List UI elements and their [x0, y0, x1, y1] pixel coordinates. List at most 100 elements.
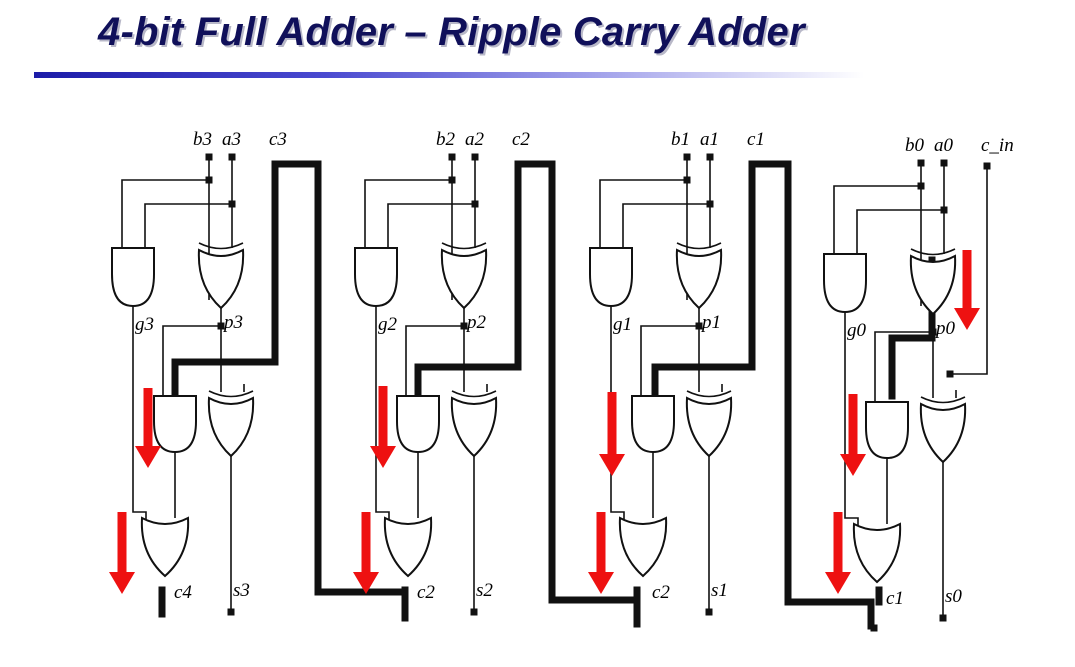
input-label-b: b0 [905, 135, 925, 156]
arrow-head [353, 572, 379, 594]
arrow-head [109, 572, 135, 594]
and-gate-icon [111, 247, 155, 308]
down-arrow-icon [353, 512, 379, 594]
input-label-carry: c3 [269, 129, 287, 150]
input-label-carry: c_in [981, 135, 1014, 156]
wire-b-to-and [364, 179, 452, 248]
xor-input-arc [676, 242, 722, 250]
xor-gate-icon [909, 254, 957, 316]
output-terminal-s [939, 614, 947, 622]
wire-p-to-and2 [162, 325, 221, 398]
carry-path-1 [401, 160, 641, 626]
down-arrow-icon [588, 512, 614, 594]
input-label-a: a1 [700, 129, 719, 150]
signal-label-p: p1 [700, 312, 721, 333]
signal-label-g: g2 [378, 314, 398, 335]
arrow-shaft [378, 386, 388, 448]
arrow-head [588, 572, 614, 594]
or-gate-icon [140, 516, 190, 578]
wire-b-to-and [833, 185, 921, 254]
carry-chain [158, 160, 936, 632]
wire-cin [950, 166, 988, 375]
and-gate-icon [823, 253, 867, 314]
title-underline [34, 72, 864, 78]
wire-p-to-and2 [405, 325, 464, 398]
carry-in-wire [946, 162, 991, 378]
carry-output-terminal [633, 620, 641, 628]
output-label-carry: c1 [886, 588, 904, 609]
input-label-b: b3 [193, 129, 212, 150]
carry-path-0 [158, 160, 409, 622]
wire-b-to-and [599, 179, 687, 248]
xor-input-arc [441, 242, 487, 250]
arrows [109, 250, 980, 594]
wire-a-to-and [387, 203, 475, 248]
and-gate-icon [865, 401, 909, 460]
input-label-a: a2 [465, 129, 485, 150]
wire-g [132, 306, 147, 520]
carry-output-terminal [401, 614, 409, 622]
wire-b-to-and [121, 179, 209, 248]
down-arrow-icon [840, 394, 866, 476]
xor-gate-icon [919, 402, 967, 464]
and-gate-icon [153, 395, 197, 454]
xor-gate-icon [685, 396, 733, 458]
arrow-shaft [361, 512, 371, 574]
xor-gate-icon [450, 396, 498, 458]
or-gate-icon [852, 522, 902, 584]
xor-input-arc [920, 396, 966, 404]
signal-label-p: p3 [222, 312, 243, 333]
output-terminal-s [705, 608, 713, 616]
signal-label-p: p0 [934, 318, 956, 339]
arrow-shaft [607, 392, 617, 456]
wire-g [844, 312, 859, 526]
xor-gate-icon [440, 248, 488, 310]
xor-input-arc [451, 390, 497, 398]
wire-a-to-and [856, 209, 944, 254]
arrow-head [954, 308, 980, 330]
down-arrow-icon [109, 512, 135, 594]
down-arrow-icon [954, 250, 980, 330]
down-arrow-icon [599, 392, 625, 476]
wire-a-to-and [622, 203, 710, 248]
xor-input-arc [198, 242, 244, 250]
output-label-carry: c4 [174, 582, 192, 603]
carry-output-terminal [870, 624, 878, 632]
down-arrow-icon [370, 386, 396, 468]
output-label-s: s3 [233, 580, 250, 601]
arrow-shaft [596, 512, 606, 574]
adder-stage-3: b0 a0 c_in g0 p0 s0 c1 [823, 135, 1014, 622]
and-gate-icon [589, 247, 633, 308]
arrow-shaft [833, 512, 843, 574]
output-label-s: s1 [711, 580, 728, 601]
wire-junction [946, 370, 954, 378]
arrow-head [135, 446, 161, 468]
down-arrow-icon [825, 512, 851, 594]
xor-gate-icon [197, 248, 245, 310]
input-label-b: b1 [671, 129, 690, 150]
xor-gate-icon [675, 248, 723, 310]
page-title: 4-bit Full Adder – Ripple Carry Adder [98, 10, 805, 54]
signal-label-g: g0 [847, 320, 867, 341]
signal-label-g: g3 [135, 314, 154, 335]
adder-stage-2: b1 a1 c1 g1 p1 s1 c2 [589, 129, 765, 616]
wire-p-to-and2 [640, 325, 699, 398]
or-gate-icon [618, 516, 668, 578]
arrow-head [825, 572, 851, 594]
output-label-carry: c2 [417, 582, 435, 603]
output-label-carry: c2 [652, 582, 670, 603]
input-label-carry: c2 [512, 129, 530, 150]
signal-label-p: p2 [465, 312, 487, 333]
and-gate-icon [396, 395, 440, 454]
input-label-carry: c1 [747, 129, 765, 150]
wire-p-to-and2 [874, 331, 933, 404]
wire-g [375, 306, 390, 520]
xor-input-arc [686, 390, 732, 398]
output-terminal-s [227, 608, 235, 616]
output-label-s: s0 [945, 586, 962, 607]
input-label-a: a0 [934, 135, 954, 156]
signal-label-g: g1 [613, 314, 632, 335]
